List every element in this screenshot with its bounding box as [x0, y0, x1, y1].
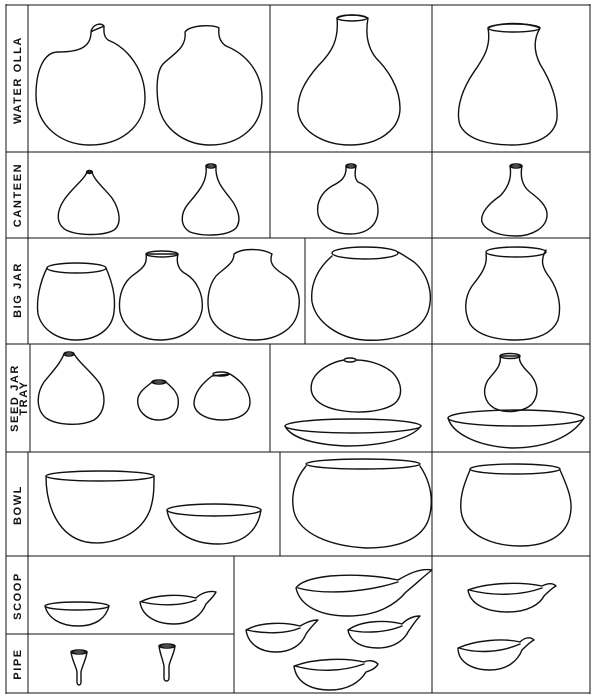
tray-vessel	[448, 418, 584, 448]
water-olla-vessel	[458, 24, 557, 146]
water-olla-rim	[337, 15, 367, 21]
canteen-vessel	[182, 166, 239, 235]
seed-jar-vessel	[485, 356, 537, 411]
row-label-bowl: BOWL	[12, 485, 24, 525]
water-olla-vessels	[36, 15, 557, 145]
bowl-rim	[167, 504, 261, 516]
scoop-vessel	[140, 591, 216, 624]
bowl-vessel	[46, 476, 154, 543]
row-label-water-olla: WATER OLLA	[12, 36, 24, 124]
scoop-vessel	[469, 588, 542, 594]
scoop-vessel	[298, 582, 398, 592]
scoop-vessels	[45, 591, 216, 626]
scoop-vessel	[142, 600, 196, 605]
scoop-vessel	[247, 628, 300, 633]
tray-rim	[448, 410, 584, 426]
row-label-canteen: CANTEEN	[12, 163, 24, 227]
scoop-vessel	[296, 570, 432, 616]
canteen-vessel	[482, 166, 547, 236]
big-jar-rim	[486, 247, 546, 257]
bowl-rim	[306, 459, 420, 469]
pipe-vessel	[71, 652, 87, 685]
big-jar-rim	[47, 263, 106, 273]
seed-jar-vessel	[311, 360, 400, 412]
tray-vessel	[285, 426, 421, 446]
water-olla-vessel	[36, 24, 145, 145]
water-olla-vessel	[157, 26, 262, 145]
big-jar-vessel	[120, 254, 203, 340]
big-jar-rim	[332, 247, 398, 259]
row-labels: WATER OLLA CANTEEN BIG JAR SEED JAR TRAY…	[9, 36, 30, 680]
bowl-vessel	[461, 470, 571, 546]
row-label-big-jar: BIG JAR	[12, 262, 24, 318]
row-label-pipe: PIPE	[12, 648, 24, 679]
big-jar-vessel	[37, 268, 114, 340]
bowl-rim	[470, 464, 560, 474]
seed-jar-rim	[344, 358, 356, 362]
bowl-vessels	[46, 459, 571, 548]
tray-vessels	[285, 410, 584, 448]
bowl-rim	[46, 471, 154, 481]
pipe-vessels	[71, 644, 175, 685]
water-olla-rim	[488, 24, 540, 32]
seed-jar-vessel	[38, 354, 104, 424]
big-jar-vessel	[208, 250, 299, 341]
big-jar-vessels	[37, 247, 559, 340]
scoop-vessel	[295, 664, 364, 670]
scoop-vessel	[246, 620, 318, 652]
row-label-tray: TRAY	[18, 380, 30, 415]
big-jar-vessel	[312, 252, 431, 340]
canteen-vessels	[58, 164, 547, 236]
pipe-vessel	[159, 646, 175, 681]
scoop-vessel	[458, 638, 534, 670]
scoop-vessel	[468, 583, 556, 612]
scoop-vessels-wide	[246, 570, 556, 690]
big-jar-vessel	[466, 250, 560, 340]
row-label-scoop: SCOOP	[12, 572, 24, 620]
scoop-rim	[45, 602, 109, 610]
scoop-vessel	[294, 659, 378, 690]
bowl-vessel	[167, 510, 261, 544]
scoop-vessel	[459, 644, 520, 651]
tray-rim	[285, 419, 421, 433]
seed-jar-vessel	[138, 382, 179, 420]
water-olla-vessel	[298, 15, 400, 145]
canteen-vessel	[58, 172, 119, 235]
seed-jar-vessel	[194, 374, 250, 420]
scoop-vessel	[349, 626, 402, 632]
canteen-vessel	[318, 166, 378, 234]
bowl-vessel	[293, 466, 432, 548]
